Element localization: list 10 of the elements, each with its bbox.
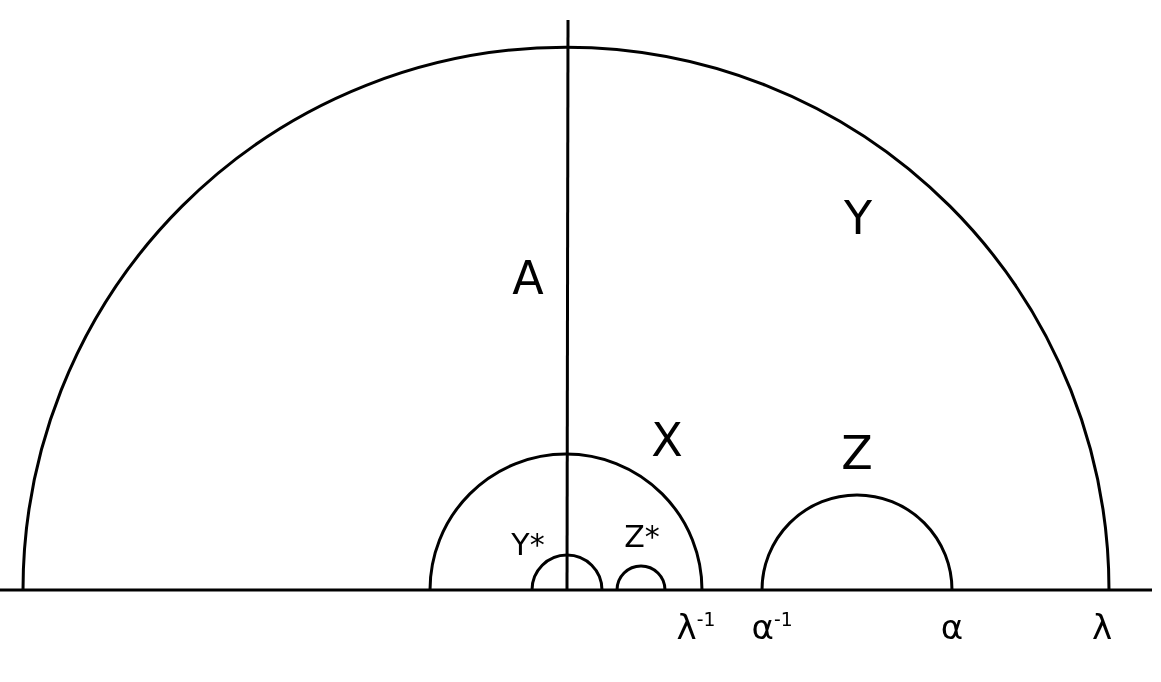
region-label: Z [841, 430, 873, 476]
point-label: λ [1091, 610, 1113, 644]
region-label: Y [843, 195, 873, 241]
region-label: Z* [624, 522, 660, 552]
region-label: X [651, 417, 683, 463]
region-label: A [512, 255, 544, 301]
point-label: α [940, 610, 964, 644]
region-label: Y* [511, 530, 545, 560]
point-label: λ$^{-1}$ [676, 610, 716, 644]
point-label: α$^{-1}$ [751, 610, 793, 644]
